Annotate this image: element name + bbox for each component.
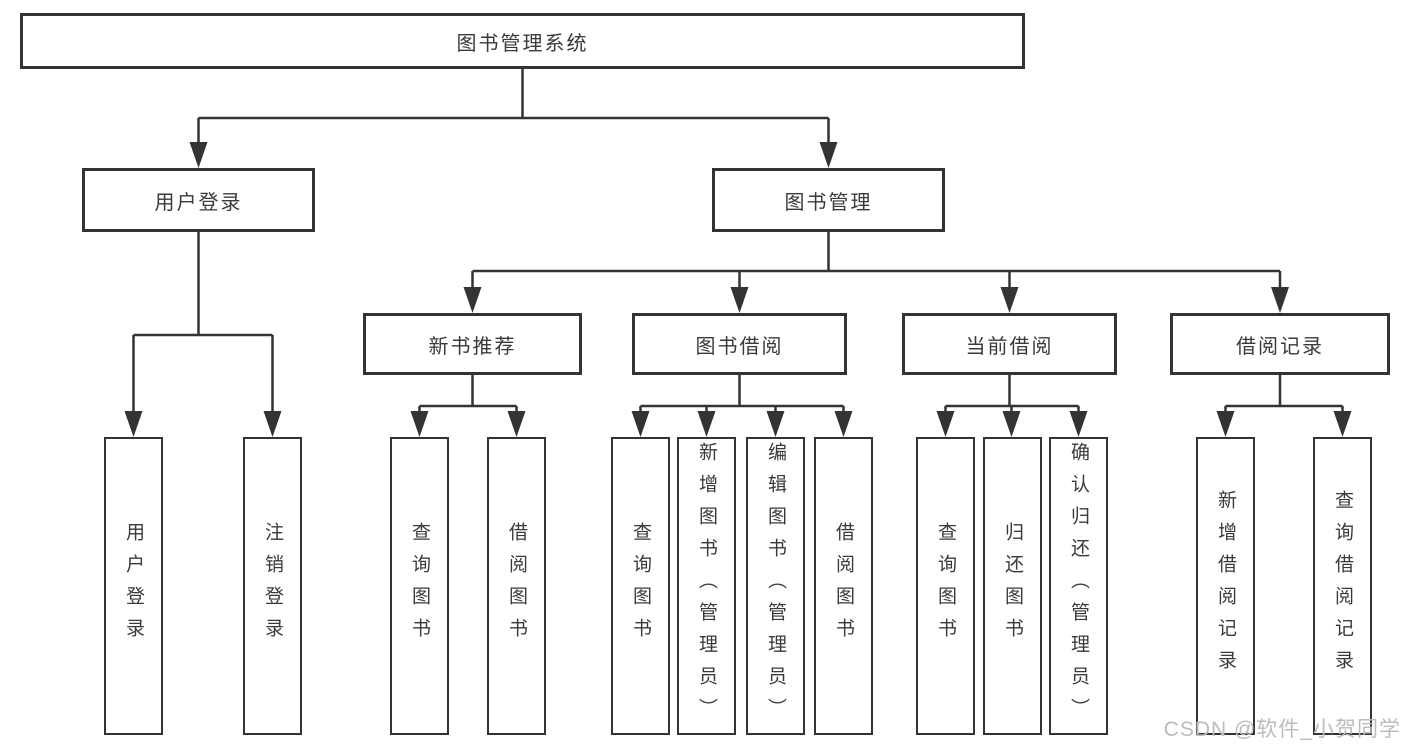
connector-borrow-records-subtree <box>1224 375 1344 417</box>
leaf-confirm-return-admin: 确认归还（管理员） <box>1049 437 1108 735</box>
arrowhead <box>189 142 208 168</box>
arrowhead <box>936 411 955 437</box>
leaf-edit-books-admin: 编辑图书（管理员） <box>746 437 805 735</box>
connector-current-borrow-subtree <box>944 375 1080 417</box>
connector-book-borrow-subtree <box>639 375 845 417</box>
arrowhead <box>1000 287 1019 313</box>
node-label: 新增图书（管理员） <box>696 442 717 730</box>
node-label: 查询借阅记录 <box>1332 490 1353 682</box>
node-borrowing-records: 借阅记录 <box>1170 313 1390 375</box>
node-label: 新书推荐 <box>428 335 517 358</box>
arrowhead <box>463 287 482 313</box>
leaf-query-books-current: 查询图书 <box>916 437 975 735</box>
node-book-management-branch: 图书管理 <box>712 168 945 232</box>
leaf-query-borrow-record: 查询借阅记录 <box>1313 437 1372 735</box>
node-label: 借阅图书 <box>833 522 854 650</box>
node-label: 查询图书 <box>409 522 430 650</box>
arrowhead <box>766 411 785 437</box>
connector-user-login-subtree <box>132 232 274 417</box>
leaf-return-books: 归还图书 <box>983 437 1042 735</box>
node-user-login-branch: 用户登录 <box>82 168 315 232</box>
node-label: 用户登录 <box>154 191 243 214</box>
node-label: 注销登录 <box>262 522 283 650</box>
arrowhead <box>1333 411 1352 437</box>
csdn-watermark: CSDN @软件_小贺同学 <box>1163 718 1401 741</box>
node-label: 借阅图书 <box>506 522 527 650</box>
connector-new-book-subtree <box>418 375 518 417</box>
node-label: 图书借阅 <box>695 335 784 358</box>
node-label: 新增借阅记录 <box>1215 490 1236 682</box>
arrowhead <box>631 411 650 437</box>
arrowhead <box>834 411 853 437</box>
arrowhead <box>1271 287 1289 313</box>
node-library-management-system: 图书管理系统 <box>20 13 1025 69</box>
node-current-borrowing: 当前借阅 <box>902 313 1117 375</box>
arrowhead <box>507 411 526 437</box>
node-label: 归还图书 <box>1002 522 1023 650</box>
node-label: 当前借阅 <box>965 335 1054 358</box>
node-label: 用户登录 <box>123 522 144 650</box>
arrowhead <box>1069 411 1088 437</box>
leaf-query-books-borrow: 查询图书 <box>611 437 670 735</box>
node-book-borrowing: 图书借阅 <box>632 313 847 375</box>
arrowhead <box>697 411 716 437</box>
node-label: 编辑图书（管理员） <box>765 442 786 730</box>
node-new-book-recommend: 新书推荐 <box>363 313 582 375</box>
node-label: 查询图书 <box>630 522 651 650</box>
leaf-user-login: 用户登录 <box>104 437 163 735</box>
leaf-logout: 注销登录 <box>243 437 302 735</box>
arrowhead <box>410 411 429 437</box>
arrowhead <box>1216 411 1235 437</box>
arrowhead <box>819 142 838 168</box>
node-label: 借阅记录 <box>1236 335 1324 358</box>
connector-root-to-level2 <box>197 69 830 148</box>
node-label: 图书管理系统 <box>456 32 589 55</box>
arrowhead <box>263 411 282 437</box>
leaf-borrow-books: 借阅图书 <box>814 437 873 735</box>
leaf-add-borrow-record: 新增借阅记录 <box>1196 437 1255 735</box>
connector-book-mgmt-to-level3 <box>471 232 1282 293</box>
node-label: 查询图书 <box>935 522 956 650</box>
arrowhead <box>730 287 749 313</box>
leaf-borrow-books-recommend: 借阅图书 <box>487 437 546 735</box>
arrowhead <box>124 411 143 437</box>
node-label: 图书管理 <box>784 191 873 214</box>
leaf-add-books-admin: 新增图书（管理员） <box>677 437 736 735</box>
node-label: 确认归还（管理员） <box>1068 442 1089 730</box>
leaf-query-books-recommend: 查询图书 <box>390 437 449 735</box>
arrowhead <box>1002 411 1021 437</box>
